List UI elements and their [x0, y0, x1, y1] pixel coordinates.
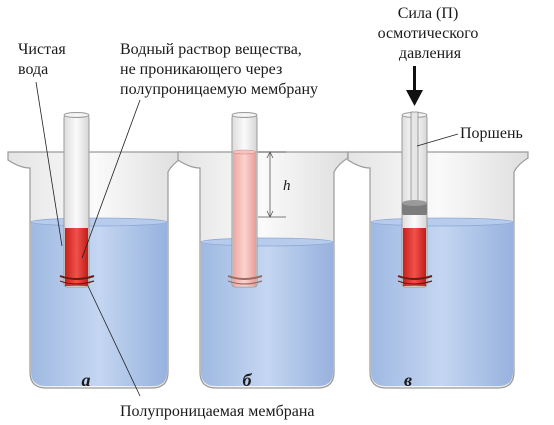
- beaker-a-water: [31, 222, 167, 386]
- beaker-c-water-surface: [370, 217, 514, 227]
- membrane-label: Полупроницаемая мембрана: [120, 403, 315, 420]
- solution-label: Водный раствор вещества, не проникающего…: [120, 41, 318, 98]
- beaker-b-tube-top: [231, 112, 258, 118]
- leader-piston: [416, 133, 459, 147]
- panel-label-c: в: [404, 370, 412, 390]
- beaker-c-water: [371, 222, 513, 386]
- beaker-a-tube-top: [63, 112, 90, 118]
- beaker-a: [7, 112, 183, 389]
- beaker-a-membrane: [59, 275, 95, 280]
- beaker-a-solution: [65, 228, 88, 286]
- beaker-c-solution: [403, 228, 426, 286]
- beaker-c: [347, 66, 529, 389]
- beaker-b: [177, 112, 349, 389]
- force-arrow-head: [406, 90, 423, 106]
- leader-clean-water: [35, 81, 63, 247]
- beaker-b-solution: [233, 152, 256, 286]
- beaker-c-membrane: [397, 275, 433, 280]
- leader-membrane: [87, 285, 141, 397]
- height-label: h: [283, 178, 291, 194]
- beaker-b-water-surface: [200, 237, 334, 247]
- piston-label: Поршень: [460, 125, 523, 142]
- force-label: Сила (П) осмотического давления: [378, 5, 483, 62]
- piston-rod: [410, 111, 419, 207]
- panel-label-a: а: [82, 370, 91, 390]
- clean-water-label: Чистая вода: [18, 41, 70, 78]
- beaker-a-water-surface: [30, 217, 168, 227]
- panel-label-b: б: [243, 370, 253, 390]
- beaker-b-membrane: [227, 275, 263, 280]
- leader-solution: [81, 99, 141, 259]
- beaker-b-water: [201, 242, 333, 386]
